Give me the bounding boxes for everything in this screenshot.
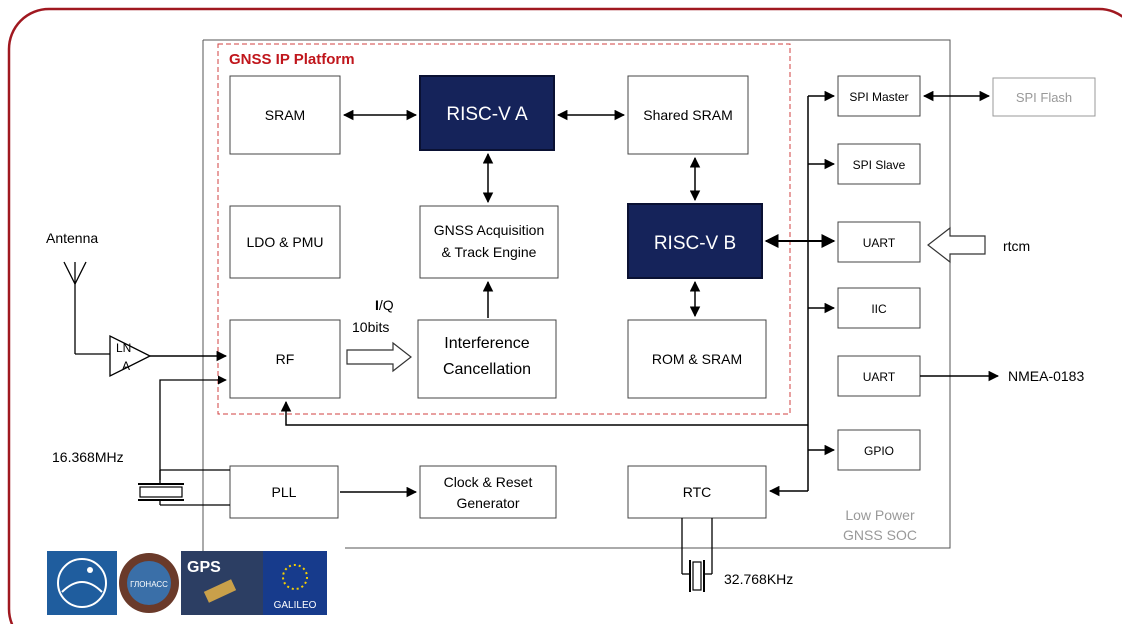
iic-block [837,287,921,329]
crystal-main-label: 16.368MHz [52,449,124,465]
interference-label-line1: Interference [444,335,529,352]
rtcm-label: rtcm [1003,238,1030,254]
spi-slave-label: SPI Slave [853,158,906,172]
gpio-label: GPIO [864,444,894,458]
galileo-logo: GALILEO [263,551,327,615]
galileo-logo-text: GALILEO [274,600,317,611]
outer-frame [7,7,1122,624]
gps-logo-text: GPS [187,559,221,576]
bus-rf-line [280,400,808,426]
uart-out-label: UART [863,370,896,384]
acquisition-label-line1: GNSS Acquisition [434,222,545,238]
iic-label: IIC [871,302,887,316]
sram-label: SRAM [265,107,305,123]
gnss-ip-platform-box [217,43,791,415]
spi-master-label: SPI Master [849,90,908,104]
spi-flash-label: SPI Flash [1016,90,1072,105]
lna-icon [109,334,152,378]
spi-master-block [837,75,921,117]
antenna-icon [63,261,110,355]
antenna-label: Antenna [46,230,98,246]
soc-boundary [203,39,951,549]
iq-label: I/Q [375,297,394,313]
crystal-rtc-icon [681,518,713,592]
glonass-logo-text: ГЛОНАСС [130,580,168,589]
uart-in-block [837,221,921,263]
riscv-b-block [627,203,763,279]
rtc-label: RTC [683,484,712,500]
rf-block [229,319,341,399]
rtcm-hollow-arrow [927,226,986,264]
ldo-pmu-block [229,205,341,279]
soc-label-line2: GNSS SOC [843,527,917,543]
soc-label-line1: Low Power [845,507,915,523]
spi-flash-block [992,77,1096,117]
riscv-b-label: RISC-V B [654,233,736,254]
gps-logo: GPS [181,551,263,615]
lna-label-line2: A [122,359,130,373]
rf-label: RF [276,351,295,367]
glonass-logo: ГЛОНАСС [117,551,181,615]
acquisition-label-line2: & Track Engine [442,244,537,260]
rtc-block [627,465,767,519]
lna-label-line1: LN [116,341,131,355]
uart-out-block [837,355,921,397]
rom-sram-label: ROM & SRAM [652,351,742,367]
pll-block [229,465,339,519]
ldo-pmu-label: LDO & PMU [246,234,323,250]
spi-slave-block [837,143,921,185]
interference-label-line2: Cancellation [443,361,531,378]
shared-sram-block [627,75,749,155]
interference-cancellation-block [417,319,557,399]
crystal-main-icon [138,470,184,505]
riscv-a-label: RISC-V A [446,104,528,125]
gpio-block [837,429,921,471]
uart-in-label: UART [863,236,896,250]
clock-reset-block [419,465,557,519]
shared-sram-label: Shared SRAM [643,107,732,123]
clock-reset-label-line1: Clock & Reset [444,474,533,490]
platform-title: GNSS IP Platform [229,51,355,68]
rom-sram-block [627,319,767,399]
sram-block [229,75,341,155]
acquisition-engine-block [419,205,559,279]
riscv-a-block [419,75,555,151]
iq-bits-label: 10bits [352,319,389,335]
crystal-rtc-label: 32.768KHz [724,571,793,587]
crystal-rf-line [159,375,227,480]
beidou-logo [47,551,117,615]
nmea-label: NMEA-0183 [1008,368,1084,384]
iq-hollow-arrow [346,341,412,373]
pll-label: PLL [272,484,297,500]
clock-reset-label-line2: Generator [456,495,519,511]
